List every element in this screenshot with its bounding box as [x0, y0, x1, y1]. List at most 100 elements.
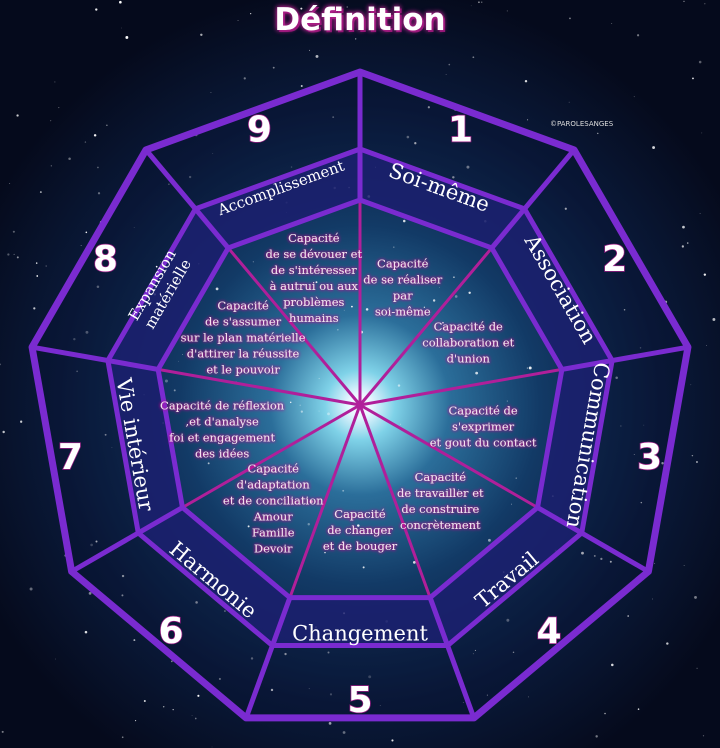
star [58, 107, 60, 109]
page-title: Définition [274, 2, 446, 38]
star [143, 699, 146, 702]
outer-spoke [144, 148, 231, 250]
star [696, 667, 698, 669]
star [95, 540, 98, 543]
star [33, 307, 36, 310]
star [654, 562, 656, 564]
inner-spoke [181, 403, 361, 509]
nonagon-ring [105, 146, 615, 649]
star [712, 318, 716, 321]
star [328, 722, 332, 725]
star [365, 308, 369, 311]
star [39, 191, 42, 193]
star [13, 253, 15, 255]
inner-spoke [288, 404, 362, 599]
star [121, 594, 124, 597]
star [564, 207, 567, 210]
star [526, 367, 528, 369]
star [475, 371, 479, 375]
description-line: Capacité [288, 231, 340, 245]
description-line: soi-même [375, 305, 431, 319]
star [73, 337, 76, 341]
star [85, 231, 88, 234]
description-line: d'union [447, 352, 491, 366]
star [133, 227, 135, 228]
star [694, 596, 697, 599]
star [164, 379, 168, 383]
star [698, 60, 702, 64]
star [432, 299, 436, 302]
star [318, 410, 320, 412]
star [478, 1, 480, 4]
star [121, 27, 122, 29]
star [600, 557, 603, 561]
star [506, 618, 510, 622]
star [160, 261, 162, 263]
star [20, 420, 23, 423]
description-line: Capacité [248, 461, 300, 475]
inner-spoke [358, 246, 493, 406]
star [696, 461, 698, 463]
star [135, 720, 137, 722]
star [683, 0, 685, 3]
star [9, 183, 11, 184]
star [315, 54, 319, 58]
star [452, 176, 455, 179]
star [691, 454, 694, 457]
star [595, 735, 598, 738]
star [218, 677, 221, 680]
star [506, 400, 508, 402]
star [351, 305, 353, 308]
description-line: Capacité de [448, 404, 517, 418]
star [90, 543, 93, 547]
star [106, 124, 108, 126]
star [686, 242, 689, 244]
star [162, 706, 165, 708]
inner-spoke [358, 404, 432, 599]
star [524, 79, 528, 83]
segment-number: 6 [158, 611, 183, 652]
star [76, 370, 78, 373]
star [93, 134, 97, 137]
description-line: Capacité de réflexion [160, 398, 285, 412]
star [355, 38, 357, 40]
description-line: problèmes [283, 295, 344, 309]
description-line: de changer [327, 523, 393, 537]
star [200, 33, 203, 37]
star [615, 376, 618, 380]
star [706, 345, 707, 346]
description-line: et le pouvoir [206, 363, 280, 377]
star [681, 245, 684, 248]
segment-number: 9 [247, 110, 272, 151]
star [636, 34, 640, 37]
star [284, 652, 287, 656]
star [191, 715, 193, 716]
star [581, 551, 584, 555]
star [211, 746, 213, 748]
star [528, 366, 532, 370]
star [448, 63, 451, 66]
description-line: Famille [252, 525, 295, 539]
star [442, 321, 444, 324]
star [119, 0, 122, 4]
star [611, 22, 613, 24]
nonagon-ring [155, 197, 565, 601]
star [643, 424, 645, 426]
star [173, 389, 176, 392]
star [250, 13, 252, 15]
description-line: Capacité [334, 507, 386, 521]
inner-spoke [227, 246, 362, 406]
star [2, 430, 5, 434]
star [362, 566, 365, 569]
star [247, 525, 250, 528]
star [68, 157, 71, 161]
description-line: des idées [195, 446, 249, 460]
star [427, 106, 430, 109]
star [569, 17, 571, 20]
segment-number: 5 [347, 680, 372, 721]
star [458, 489, 460, 491]
description-line: s'exprimer [452, 420, 515, 434]
segment-number: 8 [93, 239, 118, 280]
